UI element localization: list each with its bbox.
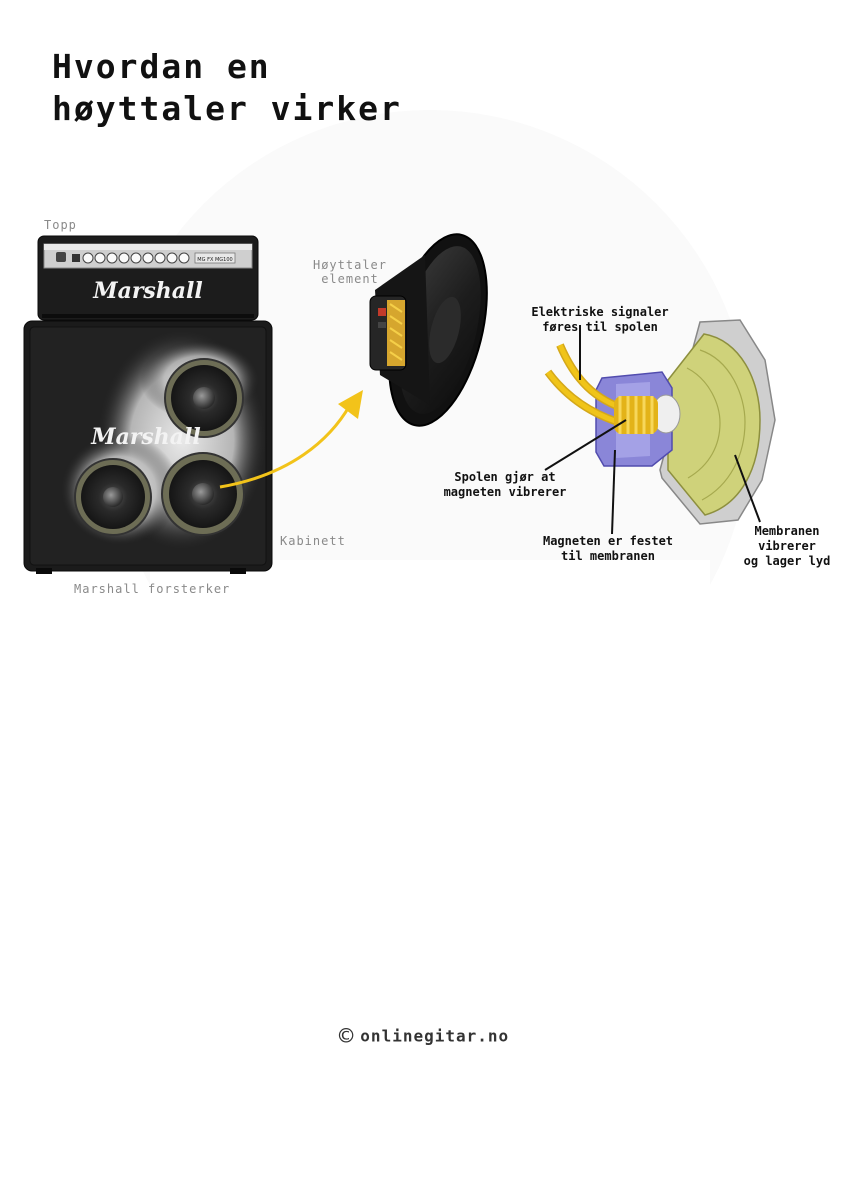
cabinet-speaker-top <box>164 358 244 438</box>
label-top: Topp <box>44 218 77 232</box>
label-membrane-line2: vibrerer <box>758 539 816 553</box>
label-coil-line2: magneten vibrerer <box>443 485 567 499</box>
label-amplifier: Marshall forsterker <box>74 582 231 596</box>
footer-credit: ©onlinegitar.no <box>0 1022 848 1050</box>
label-membrane-line3: og lager lyd <box>743 554 831 568</box>
cabinet-speaker-left <box>74 458 152 536</box>
cabinet-logo: Marshall <box>90 424 201 450</box>
label-speaker-element-line2: element <box>321 272 379 286</box>
title-line-1: Hvordan en <box>52 47 271 86</box>
cabinet-speaker-right <box>161 452 245 536</box>
label-cabinet: Kabinett <box>280 534 346 548</box>
title-line-2: høyttaler virker <box>52 89 402 128</box>
pointer-lines <box>544 325 761 535</box>
label-speaker-element-line1: Høyttaler <box>312 258 388 272</box>
label-coil-line1: Spolen gjør at <box>454 470 556 484</box>
page-title: Hvordan en høyttaler virker <box>52 46 402 130</box>
footer-site: onlinegitar.no <box>360 1026 510 1046</box>
label-electric-signals-line2: føres til spolen <box>542 320 658 334</box>
label-magnet: Magneten er festet til membranen <box>528 534 688 564</box>
membrane <box>667 333 761 516</box>
label-coil: Spolen gjør at magneten vibrerer <box>430 470 580 500</box>
head-logo: Marshall <box>92 278 203 304</box>
amp-cabinet: Marshall <box>23 320 273 574</box>
copyright-icon: © <box>338 1022 355 1050</box>
amp-badge: MG FX MG100 <box>197 257 232 263</box>
label-membrane: Membranen vibrerer og lager lyd <box>732 524 842 569</box>
amp-head: MG FX MG100 Marshall <box>37 235 259 321</box>
voice-coil <box>614 396 658 434</box>
label-speaker-element: Høyttaler element <box>310 258 390 286</box>
label-electric-signals: Elektriske signaler føres til spolen <box>522 305 678 335</box>
label-membrane-line1: Membranen <box>754 524 820 538</box>
label-magnet-line1: Magneten er festet <box>542 534 674 548</box>
label-magnet-line2: til membranen <box>561 549 655 563</box>
yellow-arrow <box>219 390 363 489</box>
label-electric-signals-line1: Elektriske signaler <box>531 305 669 319</box>
